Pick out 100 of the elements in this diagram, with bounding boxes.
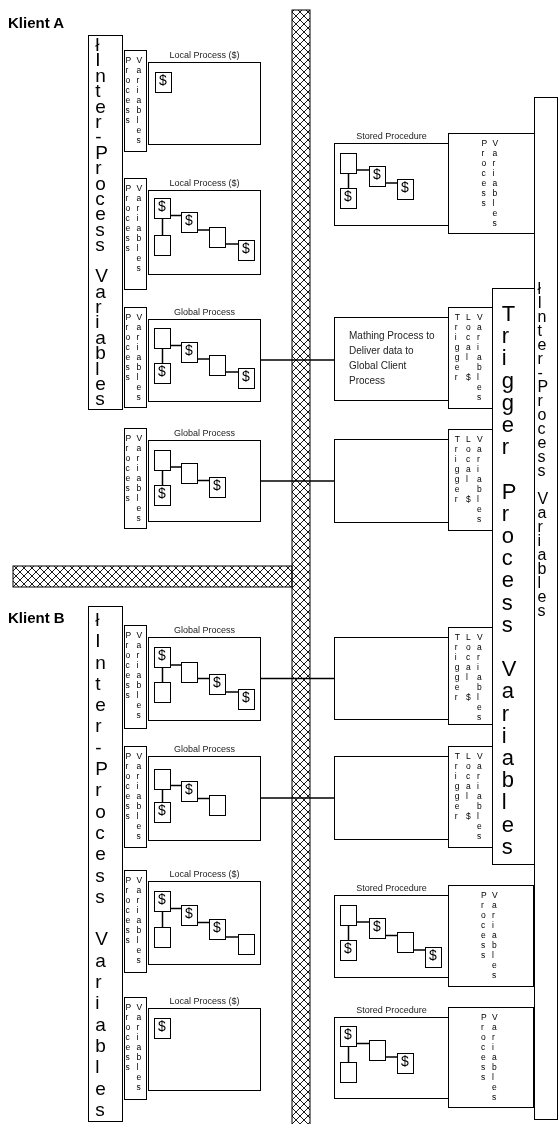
- vertical-label: Variables: [477, 312, 487, 402]
- connector-line: [225, 691, 239, 693]
- connector-line: [170, 907, 182, 910]
- connector-line: [356, 169, 370, 171]
- connector-line: [356, 1042, 370, 1045]
- variables-box: [448, 885, 534, 987]
- vertical-label: łInter-Process Variables: [95, 609, 116, 1121]
- vertical-label: Process: [125, 183, 135, 253]
- step-box: [180, 780, 198, 802]
- step-box: [153, 890, 171, 912]
- vertical-label: Process: [125, 433, 135, 503]
- connector-line: [161, 218, 164, 236]
- process-title: Local Process ($): [168, 178, 241, 189]
- step-box: [180, 904, 198, 926]
- vertical-label: Variables: [477, 751, 487, 841]
- connector-line: [197, 479, 210, 482]
- vertical-label: Process: [481, 138, 491, 208]
- step-box: [339, 904, 357, 926]
- step-box: [368, 1039, 386, 1061]
- currency-symbol: $: [242, 689, 250, 705]
- step-box: [208, 794, 226, 816]
- connector-line: [170, 466, 182, 468]
- connector-line: [347, 173, 350, 189]
- connector-line: [170, 664, 182, 666]
- step-box: [339, 1061, 357, 1083]
- process-box: [334, 756, 449, 840]
- variables-box: [124, 178, 147, 290]
- variables-panel: [492, 288, 535, 865]
- vertical-label: Trigger Process Variables: [501, 303, 526, 859]
- connector-line: [260, 480, 335, 482]
- process-title: Local Process ($): [168, 50, 241, 61]
- vertical-label: Local $: [465, 312, 476, 382]
- vertical-label: Variables: [477, 632, 487, 722]
- currency-symbol: $: [213, 674, 221, 690]
- connector-line: [197, 797, 210, 800]
- vertical-label: Variables: [136, 183, 146, 273]
- variables-box: [124, 746, 147, 848]
- variables-panel: [534, 97, 558, 1120]
- process-description: Mathing Process to Deliver data to Global Client Process: [349, 329, 436, 388]
- vertical-label: Variables: [136, 751, 146, 841]
- vertical-label: Variables: [477, 434, 487, 524]
- step-box: [396, 1052, 414, 1074]
- vertical-label: Process: [125, 751, 135, 821]
- currency-symbol: $: [158, 647, 166, 663]
- trigger-variables-box: [448, 429, 493, 531]
- process-title: Local Process ($): [168, 869, 241, 880]
- connector-line: [161, 789, 164, 803]
- currency-symbol: $: [242, 240, 250, 256]
- vertical-label: Variables: [492, 890, 502, 980]
- variables-box: [124, 50, 147, 152]
- connector-line: [225, 936, 239, 938]
- connector-line: [170, 784, 182, 787]
- variables-box: [124, 870, 147, 973]
- vertical-label: Trigger: [454, 434, 464, 504]
- client-label: Klient B: [8, 609, 65, 626]
- step-box: [237, 367, 255, 389]
- process-title: Global Process: [173, 625, 236, 636]
- connector-line: [347, 1046, 350, 1063]
- currency-symbol: $: [344, 188, 352, 204]
- vertical-label: Process: [125, 1002, 135, 1072]
- vertical-label: Variables: [492, 1012, 502, 1102]
- currency-symbol: $: [159, 72, 167, 88]
- vertical-label: Process: [125, 312, 135, 382]
- process-box: [334, 637, 449, 720]
- step-box: [396, 178, 414, 200]
- vertical-label: Variables: [136, 630, 146, 720]
- connector-line: [413, 949, 426, 951]
- currency-symbol: $: [401, 1053, 409, 1069]
- variables-box: [448, 1007, 534, 1108]
- currency-symbol: $: [373, 918, 381, 934]
- currency-symbol: $: [158, 485, 166, 501]
- step-box: [339, 187, 357, 209]
- connector-line: [197, 229, 210, 231]
- currency-symbol: $: [185, 781, 193, 797]
- step-box: [396, 931, 414, 953]
- currency-symbol: $: [158, 891, 166, 907]
- vertical-label: Variables: [136, 55, 146, 145]
- connector-line: [385, 182, 398, 184]
- connector-line: [170, 214, 182, 217]
- currency-symbol: $: [185, 212, 193, 228]
- client-label: Klient A: [8, 14, 65, 31]
- vertical-label: Process: [125, 55, 135, 125]
- connector-line: [260, 359, 335, 361]
- currency-symbol: $: [185, 342, 193, 358]
- currency-symbol: $: [213, 477, 221, 493]
- connector-line: [161, 348, 164, 364]
- variables-box: [124, 997, 147, 1100]
- vertical-label: Process: [125, 875, 135, 945]
- vertical-label: Process: [480, 890, 490, 960]
- step-box: [153, 681, 171, 703]
- process-box: [334, 317, 449, 401]
- process-title: Global Process: [173, 744, 236, 755]
- variables-box: [124, 307, 147, 408]
- connector-line: [347, 925, 350, 941]
- vertical-label: łInter-Process Variables: [95, 37, 116, 407]
- vertical-label: Trigger: [454, 632, 464, 702]
- vertical-label: Variables: [136, 433, 146, 523]
- currency-symbol: $: [158, 198, 166, 214]
- vertical-label: Variables: [492, 138, 502, 228]
- step-box: [180, 462, 198, 484]
